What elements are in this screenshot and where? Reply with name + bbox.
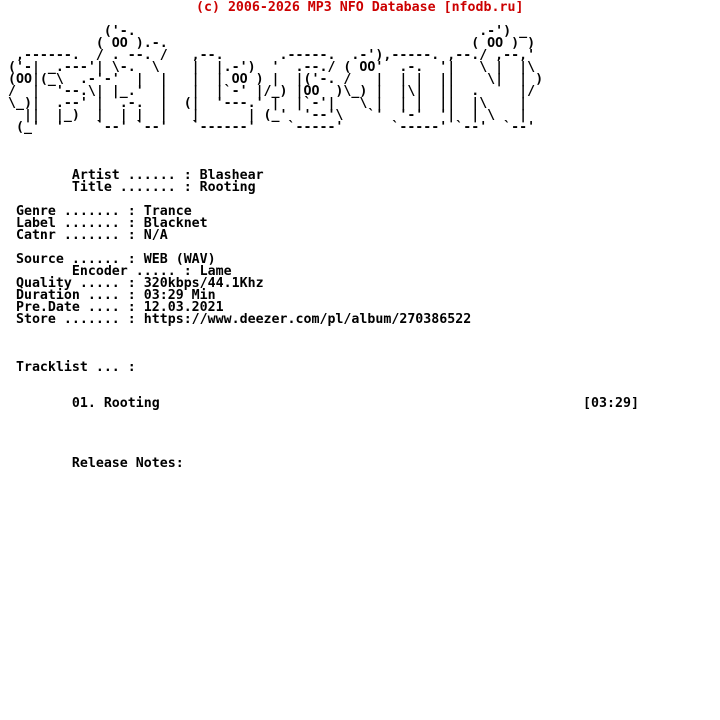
nfodb-copyright-header: (c) 2006-2026 MP3 NFO Database [nfodb.ru… xyxy=(196,0,524,15)
release-info-text: Artist ...... : Blashear Title ....... :… xyxy=(15,168,639,471)
nfo-document: (c) 2006-2026 MP3 NFO Database [nfodb.ru… xyxy=(7,0,639,471)
ascii-logo-falcon: ('-. .-') _ ( OO ).-. ( OO ) ) ,------. … xyxy=(7,24,544,135)
